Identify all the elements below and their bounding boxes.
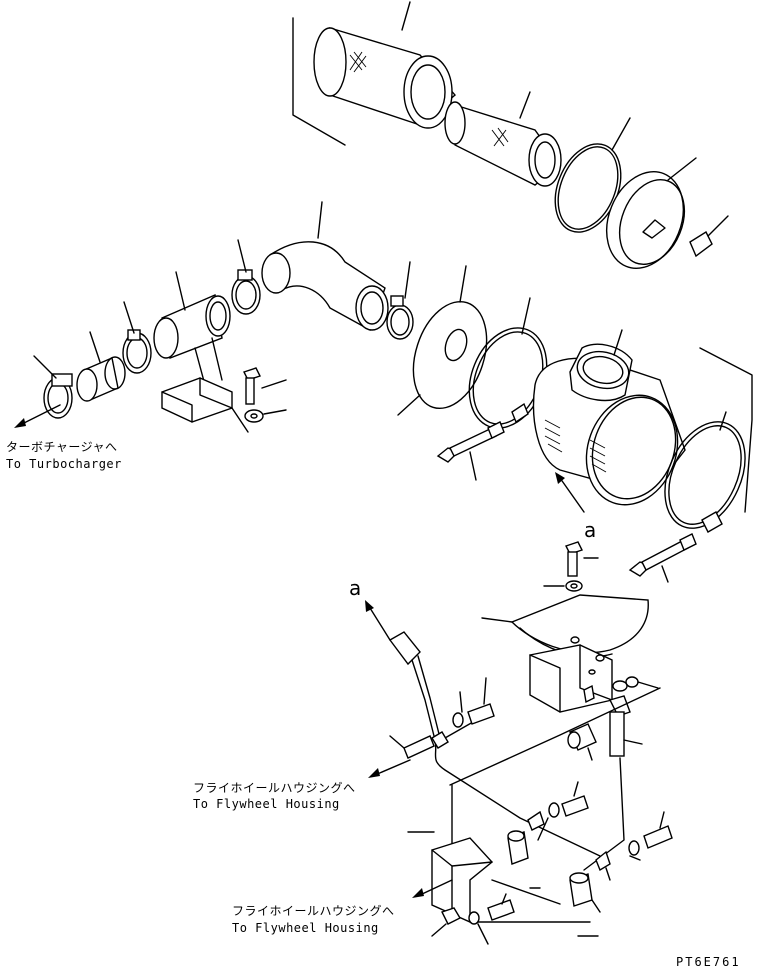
arrow-ref-a-left [365, 600, 391, 641]
bottom-fasteners [431, 893, 599, 945]
end-cover [606, 157, 697, 269]
ref-a-label-body: a [584, 518, 597, 542]
arrow-to-turbocharger [14, 404, 61, 428]
spacers [507, 810, 611, 913]
dust-valve [689, 215, 729, 258]
elbow-hose [261, 201, 389, 332]
hose-and-clamps-to-turbo [33, 301, 152, 419]
tube-bolt-washer [452, 677, 495, 728]
air-tube [388, 631, 601, 857]
band-clamp-rear [664, 411, 746, 533]
saddle-bracket [481, 594, 649, 713]
arrow-to-flywheel-1 [368, 759, 411, 778]
seal-disc [397, 265, 488, 416]
lower-bolt-washer-right [628, 811, 673, 861]
hose-clamp-elbow-outlet [386, 261, 414, 340]
inner-filter-element [444, 91, 562, 187]
bracket-top-bolt-washer [543, 541, 599, 592]
arrow-ref-a-body [555, 472, 585, 513]
bracket-bolt-and-washer [243, 367, 287, 423]
intake-pipe-with-bracket [153, 271, 249, 433]
flywheel-label-2-en: To Flywheel Housing [232, 921, 379, 935]
hose-clamp-elbow-inlet [231, 239, 261, 315]
flywheel-label-1-jp: フライホイールハウジングへ [193, 781, 356, 795]
clamp-bolt-rear [628, 533, 697, 583]
lower-mounting-bracket [407, 687, 661, 924]
flywheel-label-1-en: To Flywheel Housing [193, 797, 340, 811]
clamp-bolt-front [436, 421, 505, 481]
right-fittings [567, 676, 659, 761]
drawing-code: PT6E761 [676, 955, 741, 969]
lower-bolt-washer-upper [537, 781, 589, 841]
arrow-to-flywheel-2 [412, 879, 453, 898]
turbo-label-jp: ターボチャージャへ [6, 440, 118, 454]
ref-a-label-left: a [349, 576, 362, 600]
outer-filter-element [292, 1, 456, 146]
flywheel-label-2-jp: フライホイールハウジングへ [232, 904, 395, 918]
spacer-tube-left [389, 735, 435, 759]
air-cleaner-body [532, 329, 753, 513]
turbo-label-en: To Turbocharger [6, 457, 122, 471]
